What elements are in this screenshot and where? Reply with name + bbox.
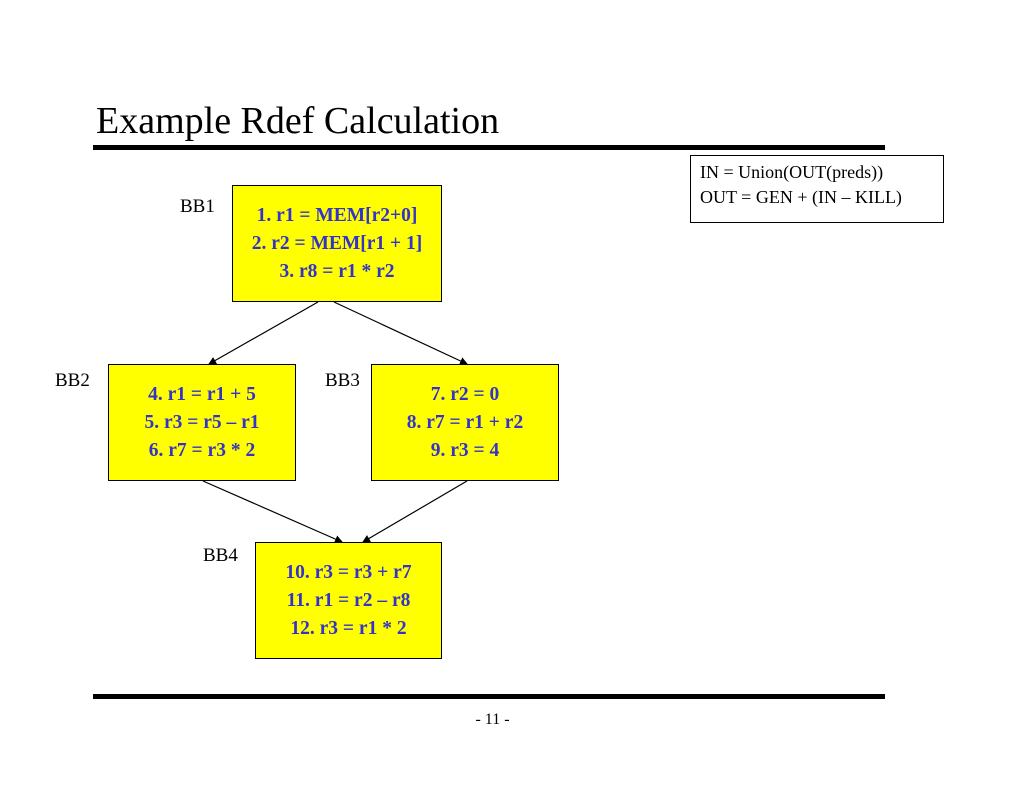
instruction-6: 6. r7 = r3 * 2 (148, 439, 256, 461)
instruction-4: 4. r1 = r1 + 5 (148, 383, 256, 405)
instruction-1: 1. r1 = MEM[r2+0] (256, 204, 418, 226)
instruction-11: 11. r1 = r2 – r8 (286, 589, 411, 611)
dataflow-equations-box: IN = Union(OUT(preds)) OUT = GEN + (IN –… (690, 155, 944, 223)
instruction-12: 12. r3 = r1 * 2 (290, 617, 407, 639)
edge-bb3-bb4 (362, 480, 468, 543)
instruction-5: 5. r3 = r5 – r1 (144, 411, 260, 433)
basic-block-bb1: 1. r1 = MEM[r2+0] 2. r2 = MEM[r1 + 1] 3.… (232, 185, 442, 302)
instruction-7: 7. r2 = 0 (430, 383, 500, 405)
out-equation: OUT = GEN + (IN – KILL) (700, 187, 902, 207)
footer-rule (93, 694, 885, 699)
edge-bb2-bb4 (202, 480, 343, 543)
instruction-10: 10. r3 = r3 + r7 (285, 561, 412, 583)
bb3-label: BB3 (325, 370, 360, 391)
basic-block-bb4: 10. r3 = r3 + r7 11. r1 = r2 – r8 12. r3… (255, 542, 442, 659)
instruction-3: 3. r8 = r1 * r2 (279, 260, 395, 282)
bb1-label: BB1 (180, 196, 215, 217)
instruction-2: 2. r2 = MEM[r1 + 1] (251, 232, 423, 254)
in-equation: IN = Union(OUT(preds)) (700, 162, 884, 182)
basic-block-bb2: 4. r1 = r1 + 5 5. r3 = r5 – r1 6. r7 = r… (108, 364, 296, 481)
instruction-8: 8. r7 = r1 + r2 (406, 411, 524, 433)
slide-title: Example Rdef Calculation (96, 100, 500, 142)
bb2-label: BB2 (55, 370, 90, 391)
edge-bb1-bb2 (208, 301, 319, 365)
edge-bb1-bb3 (333, 301, 468, 365)
instruction-9: 9. r3 = 4 (430, 439, 500, 461)
page-number: - 11 - (475, 711, 510, 728)
basic-block-bb3: 7. r2 = 0 8. r7 = r1 + r2 9. r3 = 4 (371, 364, 559, 481)
title-rule (93, 145, 885, 150)
bb4-label: BB4 (203, 545, 238, 566)
